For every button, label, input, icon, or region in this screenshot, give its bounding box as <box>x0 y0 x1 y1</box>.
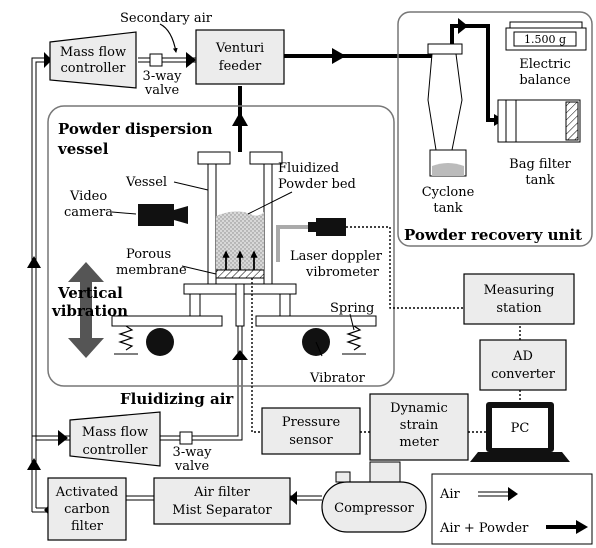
video-camera: Video camera <box>64 189 188 226</box>
bag-filter-label-1: Bag filter <box>509 157 572 172</box>
bag-filter-label-2: tank <box>525 173 554 188</box>
spring-label: Spring <box>330 301 374 316</box>
video-label-1: Video <box>69 189 107 204</box>
airfilter-label-2: Mist Separator <box>172 503 272 518</box>
mass-flow-controller-bottom: Mass flow controller <box>69 411 161 467</box>
pressure-sensor: Pressure sensor <box>261 407 361 455</box>
porous-label-2: membrane <box>116 263 187 278</box>
dispersion-title-2: vessel <box>57 140 109 158</box>
fluidizing-arrows <box>222 250 258 270</box>
balance-display: 1.500 g <box>524 33 566 46</box>
pressure-label-2: sensor <box>289 433 333 448</box>
mfc-bottom-label-2: controller <box>83 443 149 458</box>
fluidizing-air-label: Fluidizing air <box>120 390 234 408</box>
venturi-label-1: Venturi <box>215 41 264 56</box>
recovery-title: Powder recovery unit <box>404 226 582 244</box>
air-arrows <box>27 52 297 516</box>
vertical-label-1: Vertical <box>57 284 123 302</box>
measuring-station: Measuring station <box>463 273 575 325</box>
air-filter-mist-separator: Air filter Mist Separator <box>153 477 291 525</box>
vertical-vibration-arrow: Vertical vibration <box>51 262 128 358</box>
laser-doppler-vibrometer: Laser doppler vibrometer <box>276 218 383 280</box>
vibrator-left <box>146 328 174 356</box>
pressure-label-1: Pressure <box>282 415 341 430</box>
vessel-label: Vessel <box>125 175 167 190</box>
air-lines <box>31 57 322 513</box>
mfc-top-label-1: Mass flow <box>60 45 126 60</box>
laser-label-1: Laser doppler <box>290 249 383 264</box>
compressor-label: Compressor <box>334 501 414 516</box>
dispersion-title-1: Powder dispersion <box>58 120 213 138</box>
compressor: Compressor <box>321 461 427 533</box>
three-way-valve-bottom: 3-way valve <box>173 431 213 474</box>
legend: Air Air + Powder <box>431 473 593 545</box>
measuring-label-1: Measuring <box>484 283 555 298</box>
dynamic-strain-meter: Dynamic strain meter <box>369 393 469 461</box>
signal-lines <box>251 226 521 433</box>
three-way-valve-top: 3-way valve <box>143 53 183 98</box>
porous-label-1: Porous <box>126 247 171 262</box>
secondary-air-label: Secondary air <box>120 11 213 26</box>
measuring-label-2: station <box>496 301 542 316</box>
carbon-label-1: Activated <box>55 485 118 500</box>
strain-label-2: strain <box>400 418 439 433</box>
porous-membrane <box>215 269 265 279</box>
carbon-label-3: filter <box>71 519 104 534</box>
legend-air-powder-label: Air + Powder <box>439 521 529 536</box>
pc-label: PC <box>511 421 530 436</box>
laser-label-2: vibrometer <box>305 265 380 280</box>
valve-top-label-1: 3-way <box>143 69 183 84</box>
valve-top-label-2: valve <box>144 83 180 98</box>
vertical-label-2: vibration <box>51 302 128 320</box>
mass-flow-controller-top: Mass flow controller <box>49 31 137 89</box>
balance-label-2: balance <box>519 73 571 88</box>
valve-bottom-label-1: 3-way <box>173 445 213 460</box>
powder-recovery-unit: Cyclone tank 1.500 g Electric balance Ba… <box>397 11 593 247</box>
air-powder-lines <box>232 18 504 152</box>
spring-left <box>118 325 134 351</box>
pc-laptop: PC <box>470 402 570 462</box>
ad-converter: AD converter <box>479 339 567 391</box>
ad-label-2: converter <box>491 367 556 382</box>
vibrator-label: Vibrator <box>309 371 366 386</box>
airfilter-label-1: Air filter <box>193 485 251 500</box>
secondary-air-arrow <box>159 23 178 53</box>
fluidized-label-1: Fluidized <box>278 161 339 176</box>
valve-bottom-label-2: valve <box>174 459 210 474</box>
spring-right <box>346 325 362 351</box>
powder-dispersion-vessel: Powder dispersion vessel <box>47 105 395 387</box>
carbon-label-2: carbon <box>64 502 110 517</box>
mfc-top-label-2: controller <box>61 61 127 76</box>
fluidized-label-2: Powder bed <box>278 177 356 192</box>
ad-label-1: AD <box>512 349 533 364</box>
cyclone-label-1: Cyclone <box>422 185 475 200</box>
venturi-label-2: feeder <box>219 59 262 74</box>
legend-air-label: Air <box>439 487 461 502</box>
strain-label-1: Dynamic <box>390 401 448 416</box>
activated-carbon-filter: Activated carbon filter <box>47 477 127 541</box>
venturi-feeder: Venturi feeder <box>195 29 285 85</box>
cyclone-label-2: tank <box>433 201 462 216</box>
balance-label-1: Electric <box>519 57 571 72</box>
strain-label-3: meter <box>399 435 439 450</box>
mfc-bottom-label-1: Mass flow <box>82 425 148 440</box>
video-label-2: camera <box>64 205 113 220</box>
